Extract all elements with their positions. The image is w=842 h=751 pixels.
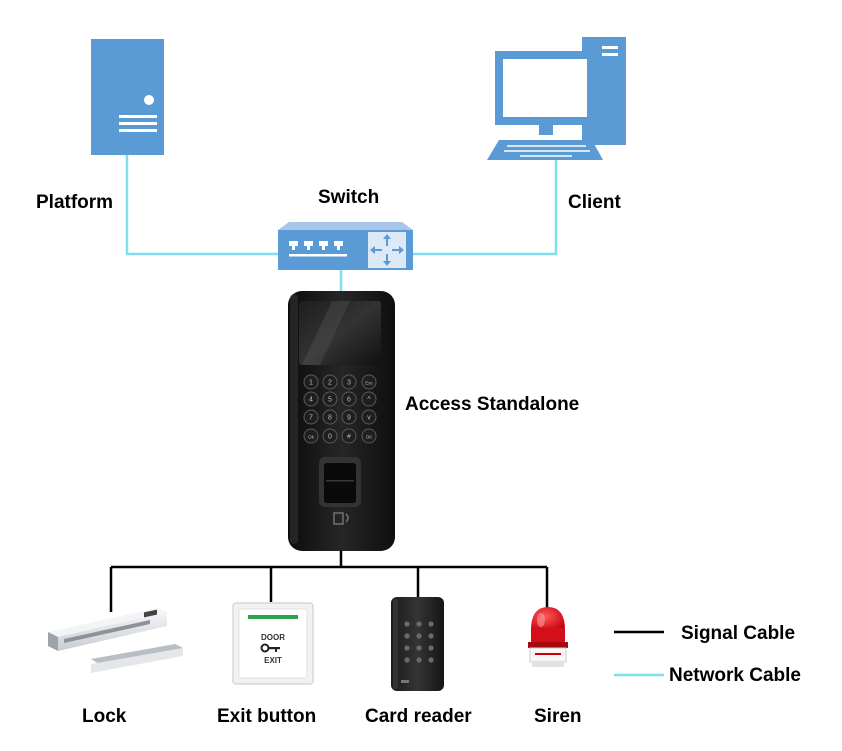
keypad-key [322,428,338,444]
keypad: 1 2 3 Esc 4 5 6 ^ 7 8 9 vOk 0 # OK [303,374,377,444]
access-standalone-label: Access Standalone [405,394,580,415]
keypad-key-label: 5 [328,397,332,404]
keypad-key-label: OK [366,435,373,440]
legend-signal-label: Signal Cable [681,623,796,644]
keypad-key-label: # [347,434,351,441]
exit-button-label: Exit button [217,706,317,727]
reader-key [404,633,410,639]
keypad-key-label: v [367,415,371,422]
keypad-key-label: 0 [328,434,332,441]
access-standalone-device: 1 2 3 Esc 4 5 6 ^ 7 8 9 vOk 0 # OK [288,291,395,551]
keypad-key-label: 9 [347,415,351,422]
lock-label: Lock [82,706,127,727]
server-icon [91,39,164,155]
client-network-cable [412,160,558,256]
client-label: Client [568,192,621,213]
keypad-key [322,374,338,390]
keypad-key-label: 4 [309,397,313,404]
keypad-key [361,374,377,390]
keypad-key-label: 7 [309,415,313,422]
legend-network-label: Network Cable [669,665,801,686]
card-reader-label: Card reader [365,706,472,727]
keypad-key [361,391,377,407]
card-reader-icon [391,597,444,691]
reader-key [428,645,434,651]
keypad-key [322,391,338,407]
exit-plate-bottom-text: EXIT [264,656,282,665]
keypad-key-label: 1 [309,380,313,387]
keypad-key [303,428,319,444]
keypad-key [303,391,319,407]
platform-label: Platform [36,192,114,213]
magnetic-lock-icon [48,608,183,673]
reader-key [428,621,434,627]
reader-key [416,633,422,639]
desktop-computer-icon [487,37,626,160]
reader-key [404,657,410,663]
keypad-key-label: 6 [347,397,351,404]
reader-keypad [404,621,434,663]
platform-network-cable [125,155,278,256]
keypad-key [322,409,338,425]
keypad-key-label: 8 [328,415,332,422]
keypad-key [341,409,357,425]
keypad-key [341,428,357,444]
reader-key [404,621,410,627]
keypad-key [341,374,357,390]
keypad-key-label: ^ [367,397,371,404]
keypad-key-label: 2 [328,380,332,387]
card-tap-icon [333,512,349,525]
keypad-key-label: Esc [365,381,373,386]
keypad-key-label: 3 [347,380,351,387]
reader-key [416,621,422,627]
reader-key [416,645,422,651]
reader-key [404,645,410,651]
reader-key [428,633,434,639]
signal-cables [109,550,549,612]
network-cables [125,155,558,292]
exit-button-icon: DOOR EXIT [232,602,314,685]
exit-plate-top-text: DOOR [261,633,285,642]
key-icon [260,643,280,653]
keypad-key [361,409,377,425]
keypad-key [303,374,319,390]
siren-icon [528,607,568,667]
keypad-key [361,428,377,444]
switch-label: Switch [318,187,380,208]
siren-label: Siren [534,706,582,727]
reader-key [416,657,422,663]
keypad-key [303,409,319,425]
network-switch-icon [278,222,413,270]
keypad-key [341,391,357,407]
keypad-key-label: Ok [308,435,315,440]
reader-key [428,657,434,663]
